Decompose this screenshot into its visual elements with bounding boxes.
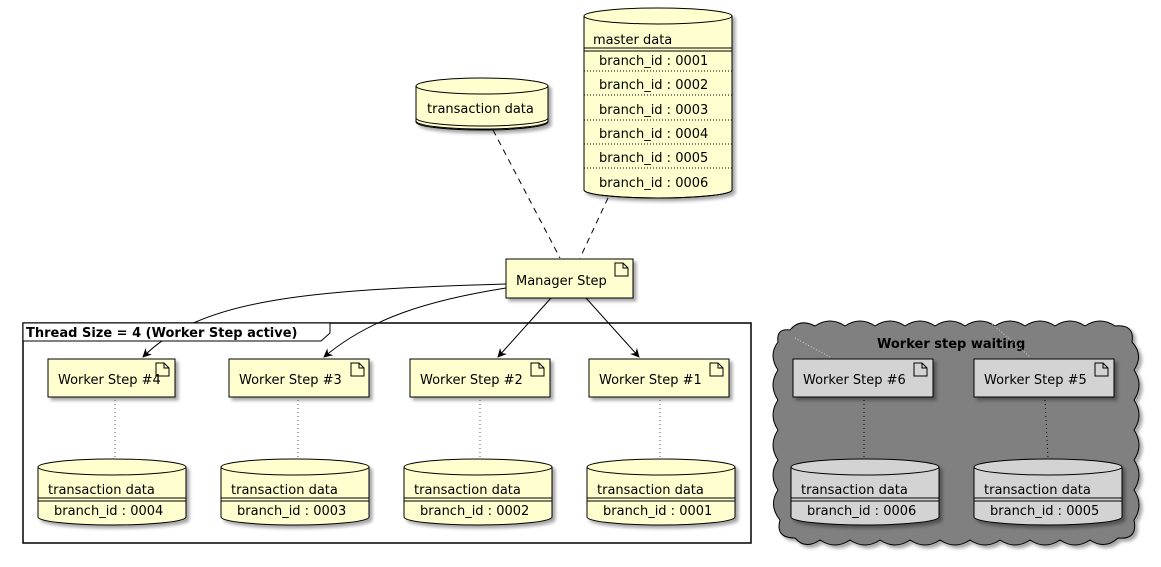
transaction-data-database — [415, 77, 549, 131]
document-icon — [614, 262, 629, 277]
worker-step-label: Worker Step #3 — [239, 373, 342, 388]
worker-4-transaction-database: transaction data branch_id : 0004 — [37, 458, 187, 526]
master-data-row: branch_id : 0003 — [599, 103, 708, 118]
db-row: branch_id : 0006 — [807, 504, 916, 519]
document-icon — [350, 362, 365, 377]
document-icon — [913, 362, 928, 377]
worker-step-label: Worker Step #6 — [803, 373, 906, 388]
db-row: branch_id : 0003 — [237, 504, 346, 519]
worker-3-transaction-database: transaction data branch_id : 0003 — [220, 458, 370, 526]
arrow-manager-to-worker-1 — [585, 297, 640, 358]
master-data-row: branch_id : 0001 — [599, 54, 708, 69]
arrow-manager-to-worker-2 — [497, 297, 552, 358]
document-icon — [709, 362, 724, 377]
master-data-label: master data — [593, 33, 672, 48]
document-icon — [1094, 362, 1109, 377]
db-label: transaction data — [984, 483, 1091, 498]
worker-5-transaction-database: transaction data branch_id : 0005 — [973, 458, 1123, 526]
active-frame-title: Thread Size = 4 (Worker Step active) — [26, 326, 298, 341]
manager-step-node: Manager Step — [505, 258, 634, 299]
link-master-to-manager — [579, 197, 609, 259]
worker-step-2-node: Worker Step #2 — [409, 358, 551, 398]
worker-2-transaction-database: transaction data branch_id : 0002 — [403, 458, 553, 526]
db-label: transaction data — [597, 483, 704, 498]
worker-6-transaction-database: transaction data branch_id : 0006 — [790, 458, 940, 526]
worker-step-label: Worker Step #2 — [420, 373, 523, 388]
master-data-row: branch_id : 0002 — [599, 78, 708, 93]
active-thread-frame: Thread Size = 4 (Worker Step active) — [22, 322, 752, 544]
worker-step-label: Worker Step #4 — [58, 373, 161, 388]
db-row: branch_id : 0005 — [990, 504, 1099, 519]
master-data-row: branch_id : 0005 — [599, 151, 708, 166]
waiting-cloud-title: Worker step waiting — [877, 337, 1025, 352]
worker-step-label: Worker Step #5 — [984, 373, 1087, 388]
db-label: transaction data — [801, 483, 908, 498]
document-icon — [530, 362, 545, 377]
worker-1-transaction-database: transaction data branch_id : 0001 — [586, 458, 736, 526]
db-label: transaction data — [48, 483, 155, 498]
master-data-row: branch_id : 0006 — [599, 176, 708, 191]
master-data-row: branch_id : 0004 — [599, 127, 708, 142]
worker-step-3-node: Worker Step #3 — [228, 358, 370, 398]
link-transaction-to-manager — [492, 129, 561, 259]
arrow-manager-to-worker-3 — [323, 287, 507, 358]
worker-step-5-node: Worker Step #5 — [973, 358, 1115, 398]
db-row: branch_id : 0002 — [420, 504, 529, 519]
worker-step-label: Worker Step #1 — [599, 373, 702, 388]
db-label: transaction data — [414, 483, 521, 498]
worker-step-4-node: Worker Step #4 — [47, 358, 176, 398]
manager-step-label: Manager Step — [516, 274, 607, 289]
transaction-data-label: transaction data — [427, 102, 534, 117]
worker-step-6-node: Worker Step #6 — [792, 358, 934, 398]
db-row: branch_id : 0004 — [54, 504, 163, 519]
arrow-manager-to-worker-4 — [142, 283, 507, 358]
db-label: transaction data — [231, 483, 338, 498]
db-row: branch_id : 0001 — [603, 504, 712, 519]
worker-step-1-node: Worker Step #1 — [588, 358, 730, 398]
document-icon — [155, 362, 170, 377]
